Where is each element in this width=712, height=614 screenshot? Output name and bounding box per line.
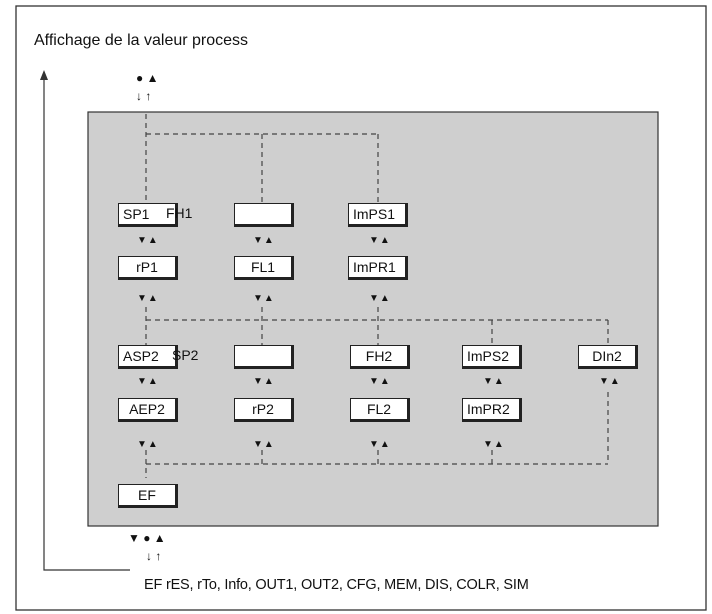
nav-arrows: ▼▲	[253, 376, 275, 387]
menu-box-imps1: ImPS1	[348, 203, 408, 227]
menu-panel	[87, 111, 659, 527]
menu-box-rp1: rP1	[118, 256, 178, 280]
top-key-symbols: ● ▲	[136, 71, 159, 85]
menu-box-empty-1	[234, 203, 294, 227]
footer-menu-list: EF rES, rTo, Info, OUT1, OUT2, CFG, MEM,…	[144, 577, 529, 593]
nav-arrows: ▼▲	[137, 439, 159, 450]
bottom-key-arrows: ↓ ↑	[146, 549, 162, 563]
nav-arrows: ▼▲	[253, 235, 275, 246]
nav-arrows: ▼▲	[369, 235, 391, 246]
outer-border	[15, 5, 707, 611]
menu-box-imps2: ImPS2	[462, 345, 522, 369]
nav-arrows: ▼▲	[599, 376, 621, 387]
menu-box-fh1-label: FH1	[166, 205, 193, 221]
nav-arrows: ▼▲	[253, 439, 275, 450]
menu-box-fh2: FH2	[350, 345, 410, 369]
menu-box-fl2: FL2	[350, 398, 410, 422]
menu-box-fl1: FL1	[234, 256, 294, 280]
menu-box-din2: DIn2	[578, 345, 638, 369]
menu-box-rp2: rP2	[234, 398, 294, 422]
nav-arrows: ▼▲	[483, 439, 505, 450]
nav-arrows: ▼▲	[483, 376, 505, 387]
nav-arrows: ▼▲	[369, 376, 391, 387]
diagram-title: Affichage de la valeur process	[34, 32, 249, 49]
nav-arrows: ▼▲	[137, 293, 159, 304]
nav-arrows: ▼▲	[137, 376, 159, 387]
return-arrowhead	[40, 70, 48, 80]
menu-box-asp2: ASP2	[118, 345, 178, 369]
menu-box-empty-2	[234, 345, 294, 369]
nav-arrows: ▼▲	[253, 293, 275, 304]
nav-arrows: ▼▲	[369, 439, 391, 450]
nav-arrows: ▼▲	[137, 235, 159, 246]
menu-box-sp2-label: SP2	[172, 347, 199, 363]
menu-box-impr2: ImPR2	[462, 398, 522, 422]
menu-box-ef: EF	[118, 484, 178, 508]
menu-box-sp1: SP1	[118, 203, 178, 227]
top-key-arrows: ↓ ↑	[136, 89, 152, 103]
bottom-key-symbols: ▼ ● ▲	[128, 531, 166, 545]
menu-box-impr1: ImPR1	[348, 256, 408, 280]
menu-box-aep2: AEP2	[118, 398, 178, 422]
return-line	[43, 78, 130, 571]
nav-arrows: ▼▲	[369, 293, 391, 304]
